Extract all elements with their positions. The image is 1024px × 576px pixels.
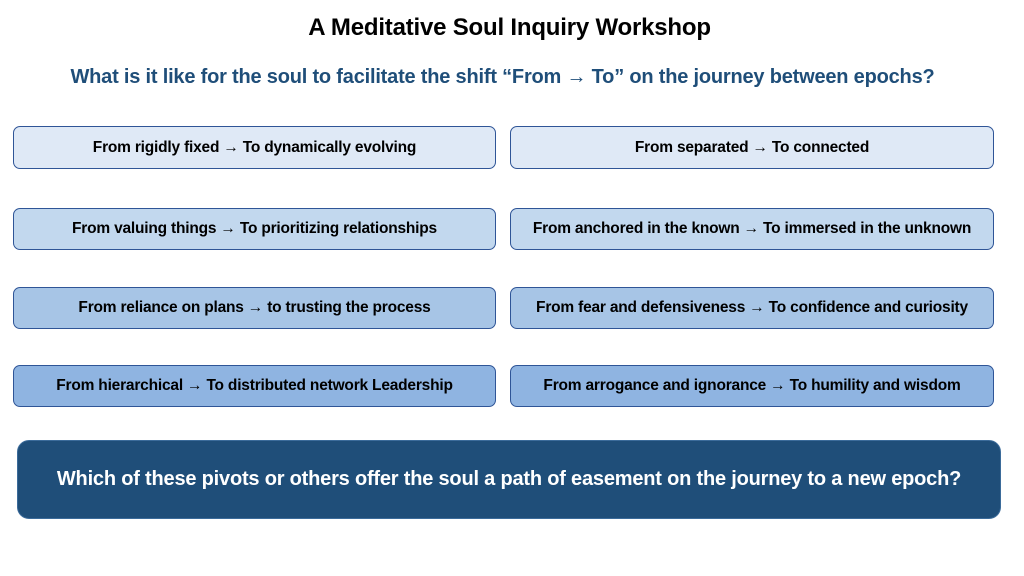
page-title: A Meditative Soul Inquiry Workshop [308, 14, 711, 41]
shift-box-things-to-relationships: From valuing things → To prioritizing re… [13, 208, 496, 250]
shift-box-known-to-unknown: From anchored in the known → To immersed… [510, 208, 994, 250]
shift-box-rigid-to-evolving: From rigidly fixed → To dynamically evol… [13, 126, 496, 169]
shift-box-separated-to-connected: From separated → To connected [510, 126, 994, 169]
closing-question-box: Which of these pivots or others offer th… [17, 440, 1001, 519]
shift-box-plans-to-process: From reliance on plans → to trusting the… [13, 287, 496, 329]
page-subtitle: What is it like for the soul to facilita… [70, 66, 935, 88]
shift-box-fear-to-curiosity: From fear and defensiveness → To confide… [510, 287, 994, 329]
shift-box-hierarchical-to-network: From hierarchical → To distributed netwo… [13, 365, 496, 407]
shift-box-arrogance-to-wisdom: From arrogance and ignorance → To humili… [510, 365, 994, 407]
